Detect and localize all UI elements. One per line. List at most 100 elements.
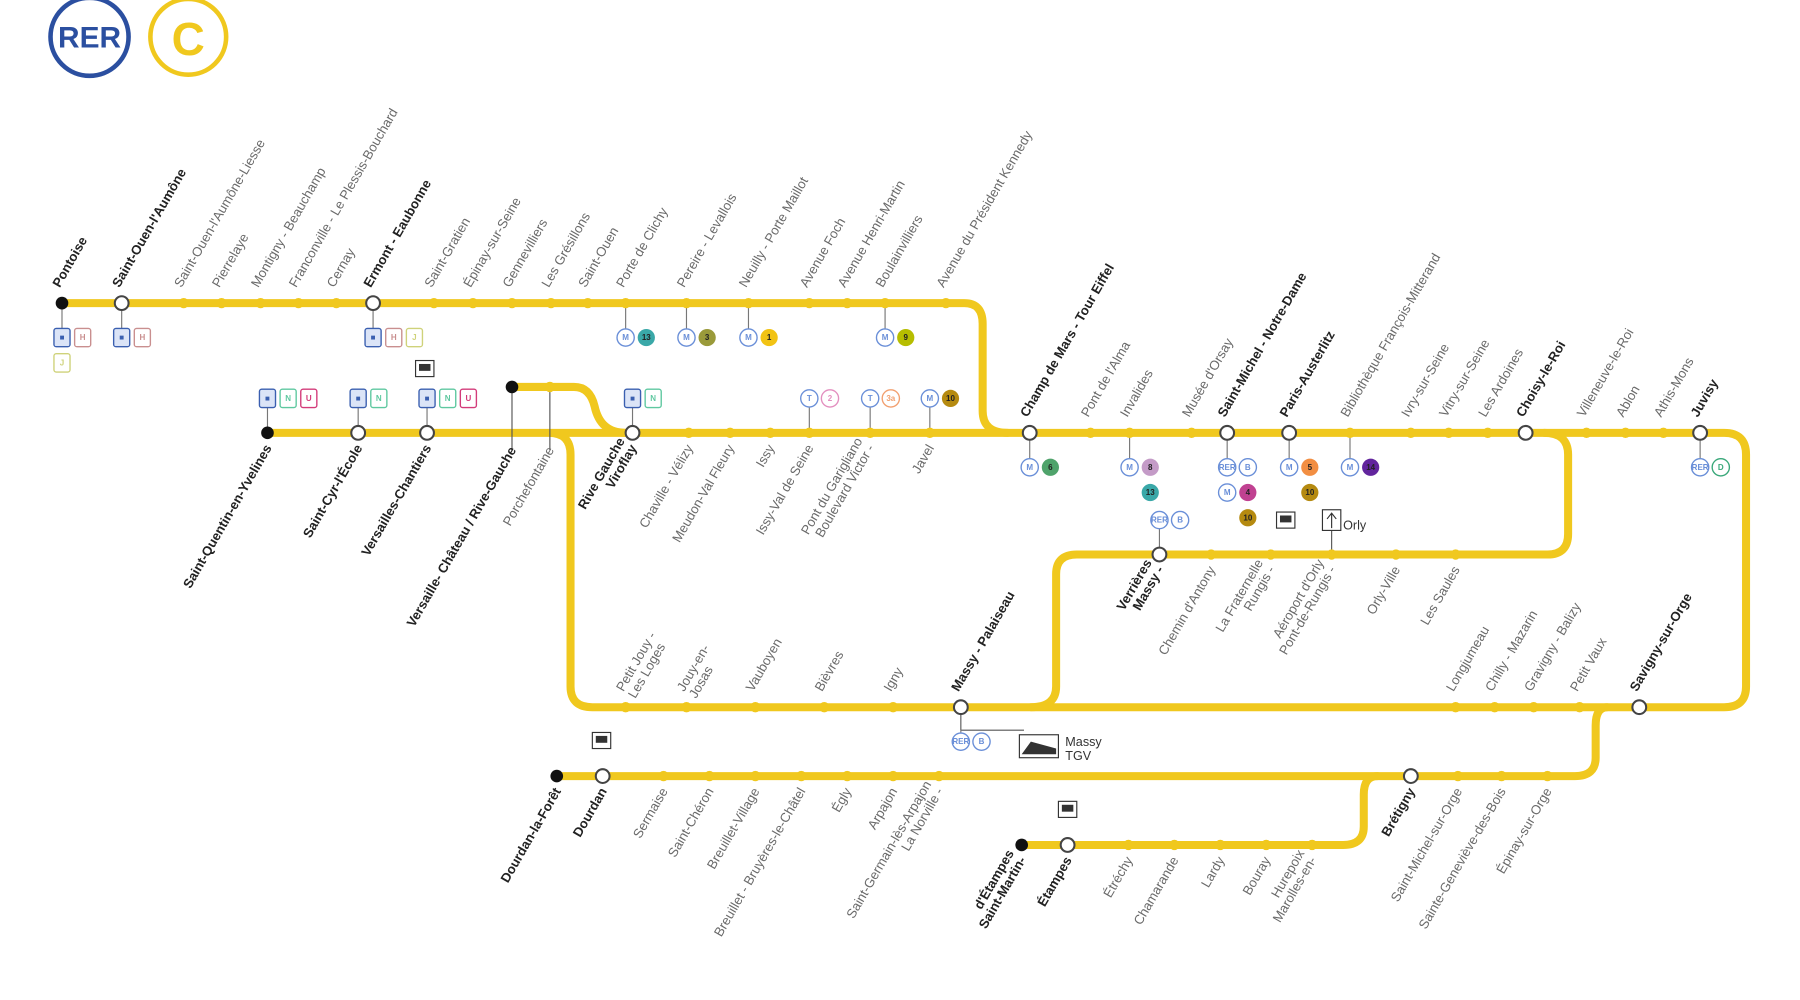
stop-marker[interactable] [620, 702, 631, 713]
station[interactable]: Jouy-en-Josas [674, 642, 716, 713]
stop-marker[interactable] [1261, 839, 1272, 851]
stop-marker[interactable] [1390, 549, 1402, 560]
stop-marker[interactable] [467, 297, 479, 309]
connection-badge[interactable]: B [972, 732, 991, 751]
stop-marker[interactable] [681, 702, 692, 713]
connection-badge[interactable]: D [1711, 457, 1731, 477]
stop-marker[interactable] [1542, 770, 1553, 782]
stop-marker[interactable] [293, 297, 304, 309]
stop-marker[interactable] [887, 770, 899, 782]
connection-badge[interactable]: N [644, 388, 662, 409]
stop-marker[interactable] [1450, 549, 1461, 560]
stop-marker[interactable] [1306, 839, 1318, 851]
connection-badge[interactable]: 6 [1041, 458, 1059, 476]
stop-marker[interactable] [750, 702, 761, 713]
station[interactable]: Saint-Chéron [665, 770, 717, 860]
station[interactable]: Porte de Clichy [613, 204, 671, 309]
station[interactable]: Rungis -La Fraternelle [1212, 549, 1278, 635]
terminus-marker[interactable] [550, 769, 564, 783]
stop-marker[interactable] [1489, 702, 1500, 713]
connection-badge[interactable]: H [133, 327, 152, 348]
stop-marker[interactable] [1186, 427, 1197, 439]
connection-badge[interactable]: M [875, 328, 895, 347]
stop-marker[interactable] [750, 770, 761, 782]
connection-badge[interactable]: 10 [1301, 483, 1319, 502]
station[interactable]: Chemin d'Antony [1155, 549, 1218, 658]
station[interactable]: Versaille- Château / Rive-Gauche [404, 380, 520, 630]
station[interactable]: Les Saules [1417, 549, 1463, 627]
station[interactable]: Orly-Ville [1363, 549, 1403, 617]
interchange-marker[interactable] [624, 424, 641, 441]
station[interactable]: Cernay [324, 245, 358, 309]
stop-marker[interactable] [1496, 770, 1507, 782]
stop-marker[interactable] [658, 770, 669, 782]
connection-badge[interactable]: RER [1217, 457, 1237, 477]
connection-badge[interactable]: T [800, 389, 819, 408]
connection-badge[interactable]: N [370, 388, 388, 409]
stop-marker[interactable] [842, 297, 853, 309]
stop-marker[interactable] [1443, 427, 1454, 439]
station[interactable]: Saint-Gratien [421, 215, 473, 309]
station[interactable]: Bibliothèque François-Mitterand [1337, 251, 1443, 439]
stop-marker[interactable] [1452, 770, 1464, 782]
interchange-marker[interactable] [1219, 424, 1236, 441]
station[interactable]: Savigny-sur-Orge [1627, 590, 1695, 716]
connection-badge[interactable]: 1 [760, 328, 778, 347]
station[interactable]: Champ de Mars - Tour Eiffel [1017, 261, 1117, 441]
stop-marker[interactable] [255, 297, 266, 309]
connection-badge[interactable]: M [1217, 483, 1237, 502]
connection-badge[interactable]: 9 [897, 328, 915, 347]
connection-badge[interactable]: 3a [881, 389, 901, 408]
station[interactable]: Pont de l'Alma [1078, 338, 1134, 439]
station[interactable]: Ermont - Eaubonne [360, 177, 434, 312]
station[interactable]: Dourdan-la-Forêt [497, 769, 564, 885]
station[interactable]: Saint-Quentin-en-Yvelines [180, 426, 275, 591]
station[interactable]: Pierrelaye [209, 231, 252, 309]
interchange-marker[interactable] [1021, 424, 1038, 441]
connection-badge[interactable]: ■ [258, 388, 277, 409]
stop-marker[interactable] [1123, 839, 1134, 851]
stop-marker[interactable] [1450, 702, 1461, 713]
connection-badge[interactable]: H [385, 327, 403, 348]
stop-marker[interactable] [506, 297, 518, 309]
connection-badge[interactable]: M [739, 328, 758, 347]
station[interactable]: Saint-Ouen [575, 224, 621, 309]
interchange-marker[interactable] [1402, 768, 1419, 785]
stop-marker[interactable] [1265, 549, 1276, 560]
interchange-marker[interactable] [1631, 699, 1648, 716]
stop-marker[interactable] [683, 427, 694, 439]
station[interactable]: Pont-de-Rungis -Aéroport d'Orly [1270, 549, 1339, 657]
stop-marker[interactable] [796, 770, 807, 782]
stop-marker[interactable] [681, 297, 692, 309]
stop-marker[interactable] [887, 702, 899, 713]
stop-marker[interactable] [940, 297, 952, 309]
stop-marker[interactable] [804, 297, 815, 309]
station[interactable]: Meudon-Val Fleury [669, 427, 737, 545]
stop-marker[interactable] [582, 297, 593, 309]
interchange-marker[interactable] [594, 768, 611, 785]
interchange-marker[interactable] [1281, 424, 1298, 441]
stop-marker[interactable] [1085, 427, 1096, 439]
connection-badge[interactable]: 5 [1301, 458, 1319, 476]
station[interactable]: Neuilly - Porte Maillot [736, 174, 811, 309]
connection-badge[interactable]: ■ [53, 327, 71, 348]
stop-marker[interactable] [1620, 427, 1631, 439]
station[interactable]: Saint-Martin-d'Étampes [971, 838, 1029, 932]
connection-badge[interactable]: ■ [364, 327, 382, 348]
connection-badge[interactable]: B [1170, 510, 1190, 530]
station[interactable]: Épinay-sur-Seine [460, 195, 524, 309]
connection-badge[interactable]: M [1279, 457, 1299, 477]
stop-marker[interactable] [216, 297, 227, 309]
stop-marker[interactable] [178, 297, 189, 309]
stop-marker[interactable] [1344, 427, 1356, 439]
interchange-marker[interactable] [419, 424, 435, 441]
connection-badge[interactable]: 10 [1239, 509, 1257, 527]
connection-badge[interactable]: M [1120, 457, 1139, 477]
stop-marker[interactable] [428, 297, 440, 309]
station[interactable]: Massy - Palaiseau [948, 589, 1018, 716]
terminus-marker[interactable] [1015, 838, 1028, 852]
connection-badge[interactable]: ■ [349, 388, 367, 409]
connection-badge[interactable]: M [677, 328, 696, 347]
connection-badge[interactable]: 13 [637, 328, 655, 347]
